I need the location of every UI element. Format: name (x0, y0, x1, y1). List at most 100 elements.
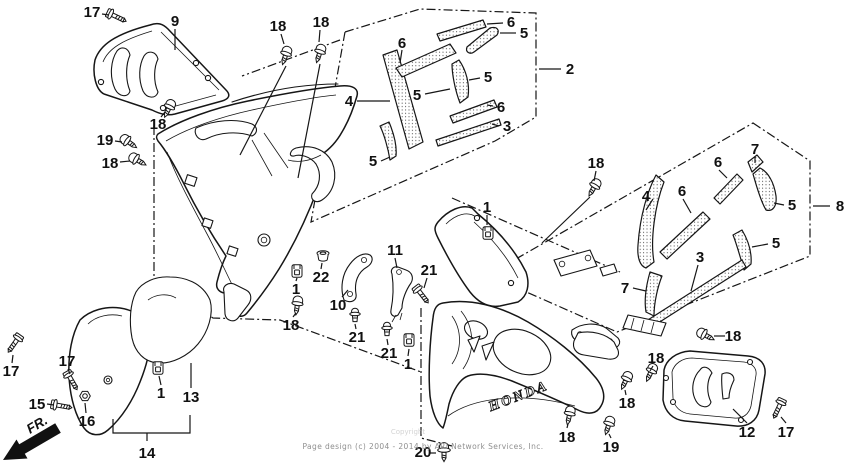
watermark-text: Page design (c) 2004 - 2014 by ARI Netwo… (302, 442, 543, 451)
clip-nut-icon (291, 264, 303, 278)
svg-text:18: 18 (313, 14, 330, 31)
screw-icon (616, 369, 636, 393)
callout-18: 18 (619, 389, 636, 412)
callout-1: 1 (157, 375, 165, 402)
svg-text:1: 1 (157, 385, 165, 402)
callout-22: 22 (313, 262, 330, 286)
svg-text:11: 11 (387, 242, 403, 259)
right-middle-cowl-panel (434, 206, 618, 308)
callout-6: 6 (714, 154, 728, 179)
bracket-11 (390, 266, 413, 323)
svg-text:13: 13 (183, 389, 200, 406)
svg-text:3: 3 (696, 249, 704, 266)
leader-line (541, 196, 591, 244)
separator-line-left (153, 126, 422, 373)
group-8-border (451, 122, 811, 333)
svg-text:5: 5 (484, 69, 492, 86)
svg-text:20: 20 (415, 444, 432, 461)
callout-16: 16 (79, 402, 95, 430)
callout-18: 18 (559, 423, 575, 446)
svg-text:5: 5 (520, 25, 528, 42)
callout-5: 5 (773, 197, 796, 214)
svg-text:18: 18 (648, 350, 665, 367)
copyright-fragment-text: Copyright (391, 428, 425, 436)
callout-1: 1 (483, 199, 491, 225)
callout-9: 9 (171, 13, 179, 50)
callout-11: 11 (387, 242, 403, 269)
svg-text:2: 2 (566, 61, 574, 78)
svg-text:1: 1 (292, 281, 300, 298)
callout-18: 18 (313, 14, 330, 43)
callout-3: 3 (690, 249, 704, 292)
svg-text:7: 7 (621, 280, 629, 297)
svg-text:17: 17 (84, 4, 101, 21)
stripe-set-right (637, 154, 777, 333)
fr-direction-arrow: FR. (3, 413, 61, 460)
arrow-icon (3, 423, 61, 460)
callout-2: 2 (539, 61, 574, 78)
screw-icon (126, 150, 150, 171)
screw-icon (276, 44, 295, 67)
svg-text:6: 6 (714, 154, 722, 171)
callout-15: 15 (29, 396, 55, 413)
callout-17: 17 (59, 353, 76, 375)
svg-text:19: 19 (603, 439, 620, 456)
svg-text:3: 3 (503, 118, 511, 135)
callout-1: 1 (404, 348, 412, 373)
svg-text:17: 17 (59, 353, 76, 370)
svg-text:4: 4 (345, 93, 354, 110)
callout-17: 17 (778, 416, 795, 441)
screw-icon (561, 404, 578, 427)
callout-4: 4 (642, 188, 654, 211)
svg-text:21: 21 (349, 329, 366, 346)
leader-line (297, 63, 321, 179)
svg-text:18: 18 (619, 395, 636, 412)
callout-17: 17 (84, 4, 110, 21)
callout-10: 10 (330, 289, 349, 314)
left-middle-cowl-panel (155, 83, 359, 322)
bolt-icon (3, 331, 26, 356)
bolt-icon (49, 398, 74, 414)
callout-5: 5 (413, 87, 451, 104)
svg-text:14: 14 (139, 445, 156, 462)
callout-20: 20 (415, 444, 436, 461)
bolt-icon (410, 282, 433, 307)
leader-line (239, 65, 287, 156)
svg-text:5: 5 (369, 153, 377, 170)
callout-8: 8 (813, 198, 844, 215)
svg-text:5: 5 (772, 235, 780, 252)
svg-text:22: 22 (313, 269, 330, 286)
clip-nut-icon (482, 226, 494, 240)
svg-text:12: 12 (739, 424, 756, 441)
group-8-pointer-line (451, 197, 621, 273)
svg-text:19: 19 (97, 132, 114, 149)
right-lower-cowl-panel: HONDA (428, 300, 620, 429)
callout-3: 3 (491, 118, 511, 135)
callout-21: 21 (349, 323, 366, 346)
callout-18: 18 (150, 111, 167, 133)
screw-icon (694, 325, 718, 346)
nut-icon (79, 390, 91, 402)
svg-text:21: 21 (421, 262, 438, 279)
callout-6: 6 (398, 35, 406, 64)
callout-4: 4 (345, 93, 390, 110)
left-side-cover-panel (93, 22, 230, 116)
svg-text:18: 18 (102, 155, 119, 172)
svg-text:9: 9 (171, 13, 179, 30)
callout-5: 5 (369, 153, 391, 170)
clip-nut-icon (152, 361, 164, 375)
svg-text:17: 17 (778, 424, 795, 441)
bolt-icon (104, 6, 129, 27)
callout-7: 7 (621, 280, 647, 297)
callout-21: 21 (381, 338, 397, 362)
grommet-icon (316, 250, 330, 262)
callout-12: 12 (732, 408, 756, 441)
callout-17: 17 (3, 354, 19, 380)
svg-text:18: 18 (150, 116, 167, 133)
callout-21: 21 (421, 262, 438, 289)
screw-icon (599, 414, 618, 437)
svg-text:18: 18 (588, 155, 605, 172)
svg-text:6: 6 (398, 35, 406, 52)
